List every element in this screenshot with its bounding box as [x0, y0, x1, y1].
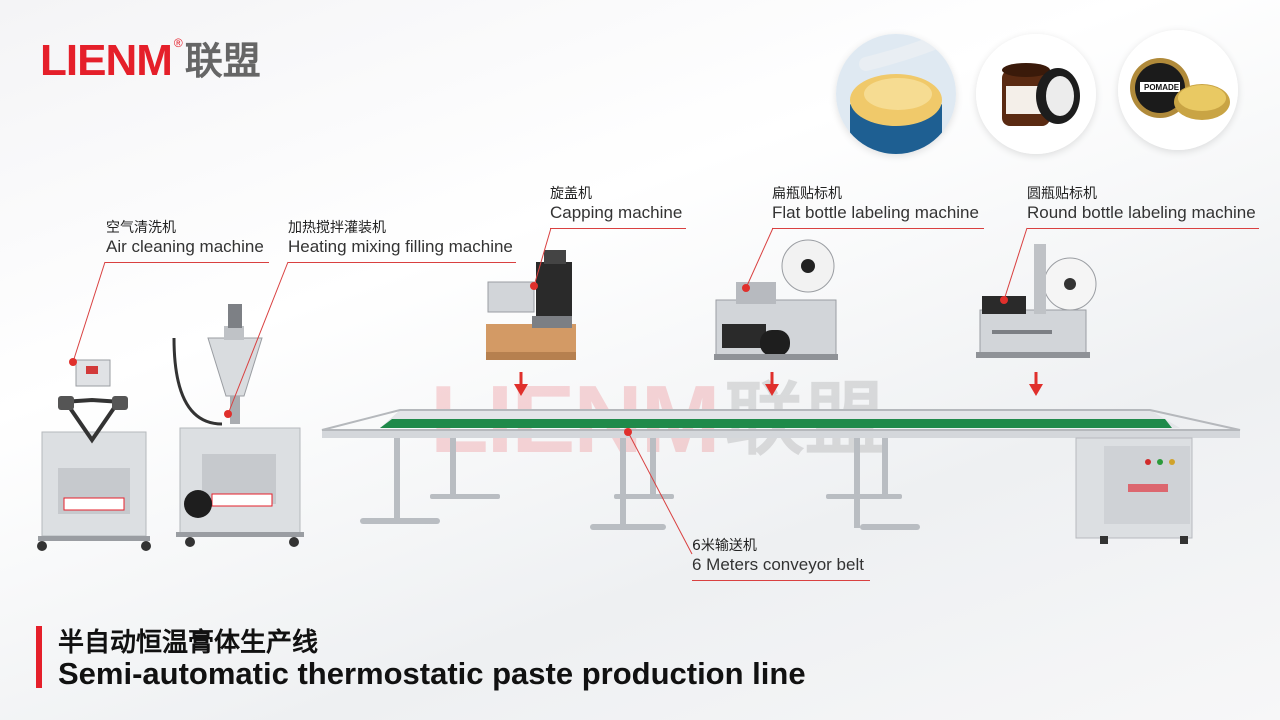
callout-air-cleaning: 空气清洗机 Air cleaning machine [106, 220, 264, 257]
capping-en: Capping machine [550, 202, 683, 222]
callout-underline-conveyor [692, 580, 870, 581]
flat-labeling-cn: 扁瓶贴标机 [772, 186, 842, 202]
brand-logo: LIENM ® 联盟 [40, 36, 261, 86]
round-labeling-cn: 圆瓶贴标机 [1027, 186, 1097, 202]
callout-round-labeling: 圆瓶贴标机 Round bottle labeling machine [1027, 186, 1256, 223]
callout-dots [69, 282, 1008, 436]
round-labeling-en: Round bottle labeling machine [1027, 202, 1256, 222]
round-labeling-machine [976, 244, 1097, 358]
air-cleaning-machine [37, 359, 151, 551]
pomade-tin-icon: POMADE [1118, 30, 1238, 150]
heating-mixing-filling-en: Heating mixing filling machine [288, 236, 513, 256]
flow-arrows [514, 372, 1043, 396]
control-cabinet [1075, 437, 1193, 544]
conveyor-legs [360, 438, 920, 530]
conveyor-cn: 6米输送机 [692, 538, 757, 554]
page-title-en: Semi-automatic thermostatic paste produc… [58, 656, 806, 691]
callout-capping: 旋盖机 Capping machine [550, 186, 682, 223]
heating-mixing-filling-cn: 加热搅拌灌装机 [288, 220, 386, 236]
heating-mixing-filling-machine [172, 304, 304, 547]
pomade-label: POMADE [1144, 83, 1180, 92]
logo-chinese-text: 联盟 [184, 39, 261, 83]
callout-leaders [72, 227, 1028, 555]
callout-underline-air-cleaning [105, 262, 269, 263]
cream-jar-icon [836, 34, 956, 154]
flat-labeling-en: Flat bottle labeling machine [772, 202, 979, 222]
callout-conveyor: 6米输送机 6 Meters conveyor belt [692, 538, 864, 575]
callout-underline-round-labeling [1027, 228, 1259, 229]
callout-underline-heating-mixing-filling [288, 262, 516, 263]
conveyor-en: 6 Meters conveyor belt [692, 554, 864, 574]
title-accent-bar [36, 626, 42, 688]
page-title-cn: 半自动恒温膏体生产线 [58, 628, 319, 658]
amber-jar-icon [976, 34, 1096, 154]
logo-latin-text: LIENM [40, 36, 173, 85]
conveyor-belt [321, 409, 1241, 438]
logo-registered-mark: ® [173, 36, 183, 50]
callout-underline-flat-labeling [772, 228, 984, 229]
capping-machine [486, 250, 576, 360]
flat-labeling-machine [714, 239, 838, 360]
air-cleaning-en: Air cleaning machine [106, 236, 264, 256]
air-cleaning-cn: 空气清洗机 [106, 220, 176, 236]
callout-underline-capping [550, 228, 686, 229]
callout-heating-mixing-filling: 加热搅拌灌装机 Heating mixing filling machine [288, 220, 513, 257]
capping-cn: 旋盖机 [550, 186, 592, 202]
callout-flat-labeling: 扁瓶贴标机 Flat bottle labeling machine [772, 186, 979, 223]
